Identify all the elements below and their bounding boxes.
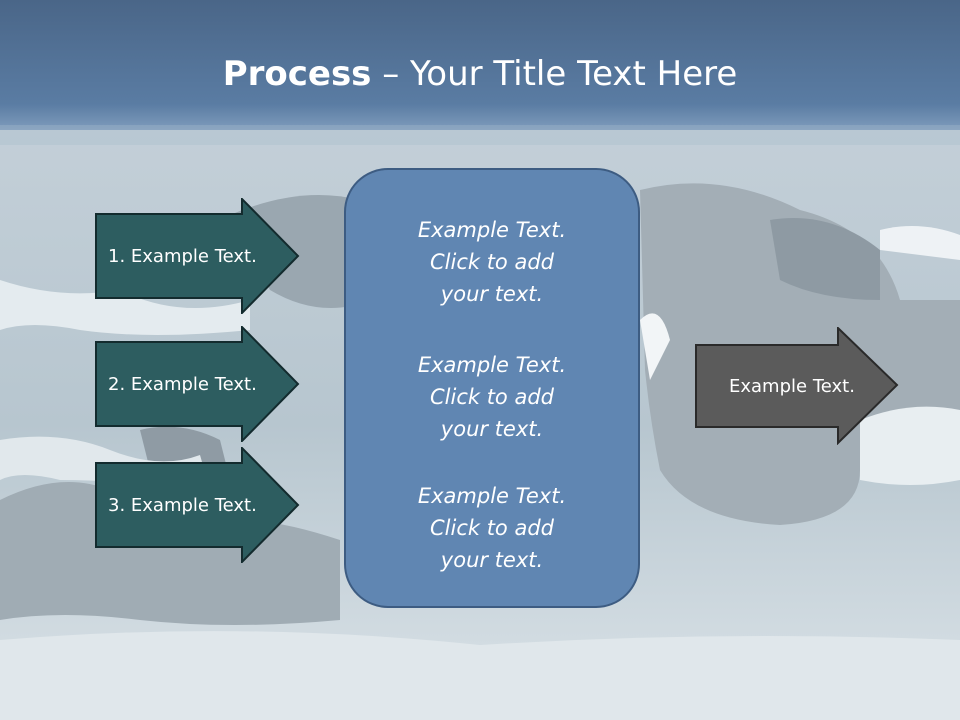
- left-arrow-3-label: 3. Example Text.: [108, 494, 257, 516]
- center-text-2[interactable]: Example Text. Click to add your text.: [417, 353, 567, 441]
- slide-title: Process – Your Title Text Here: [0, 50, 960, 98]
- left-arrow-1[interactable]: 1. Example Text.: [95, 198, 300, 314]
- center-text-3[interactable]: Example Text. Click to add your text.: [417, 484, 567, 572]
- left-arrow-3[interactable]: 3. Example Text.: [95, 447, 300, 563]
- left-arrow-1-label: 1. Example Text.: [108, 245, 257, 267]
- center-text-1[interactable]: Example Text. Click to add your text.: [417, 218, 567, 306]
- right-arrow[interactable]: Example Text.: [695, 327, 900, 445]
- center-text-box[interactable]: Example Text. Click to add your text. Ex…: [344, 168, 640, 608]
- left-arrow-2-label: 2. Example Text.: [108, 373, 257, 395]
- left-arrow-2[interactable]: 2. Example Text.: [95, 326, 300, 442]
- title-rest: – Your Title Text Here: [371, 54, 738, 94]
- title-bold: Process: [222, 54, 372, 94]
- right-arrow-label: Example Text.: [729, 375, 855, 397]
